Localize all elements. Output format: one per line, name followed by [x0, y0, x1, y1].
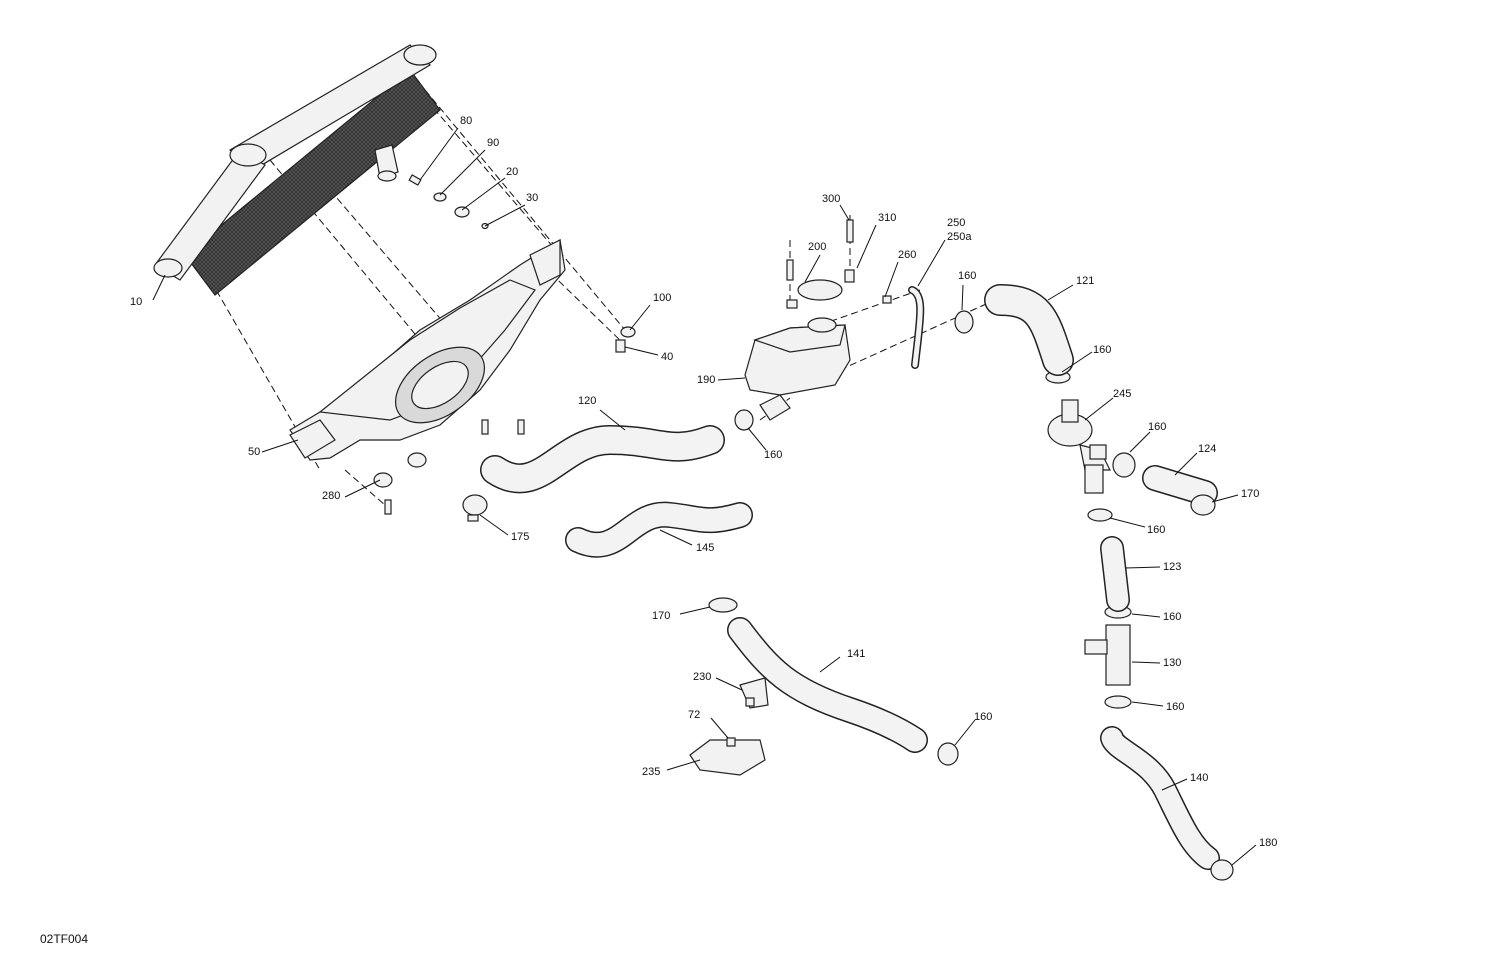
- callout-72: 72: [688, 709, 700, 721]
- callout-100: 100: [653, 292, 671, 304]
- callout-160-e: 160: [1163, 611, 1181, 623]
- callout-20: 20: [506, 166, 518, 178]
- hose-140: [1100, 726, 1234, 881]
- thermostat-housing: [1047, 399, 1111, 494]
- callout-160-c: 160: [1148, 421, 1166, 433]
- callout-175: 175: [511, 531, 529, 543]
- hose-120: [480, 425, 725, 494]
- callout-180: 180: [1259, 837, 1277, 849]
- callout-245: 245: [1113, 388, 1131, 400]
- callout-260: 260: [898, 249, 916, 261]
- hose-141: [708, 597, 928, 753]
- callout-labels: 10 20 30 40 50 72 80 90 100 120 121 123 …: [130, 115, 1277, 849]
- callout-140: 140: [1190, 772, 1208, 784]
- callout-160-d: 160: [1147, 524, 1165, 536]
- callout-190: 190: [697, 374, 715, 386]
- hardware: [373, 174, 636, 515]
- callout-160-g: 160: [764, 449, 782, 461]
- hose-123: [1100, 536, 1130, 612]
- callout-230: 230: [693, 671, 711, 683]
- fan-shroud: [289, 239, 566, 461]
- callout-160-f: 160: [1166, 701, 1184, 713]
- callout-10: 10: [130, 296, 142, 308]
- expansion-tank: [744, 219, 892, 421]
- callout-80: 80: [460, 115, 472, 127]
- radiator: [153, 44, 441, 296]
- callout-235: 235: [642, 766, 660, 778]
- callout-310: 310: [878, 212, 896, 224]
- tee-fitting: [1084, 624, 1131, 686]
- callout-123: 123: [1163, 561, 1181, 573]
- drawing-code: 02TF004: [40, 932, 89, 946]
- clamps-160: [734, 310, 1136, 766]
- callout-250a: 250a: [947, 231, 972, 243]
- callout-30: 30: [526, 192, 538, 204]
- callout-120: 120: [578, 395, 596, 407]
- callout-130: 130: [1163, 657, 1181, 669]
- callout-200: 200: [808, 241, 826, 253]
- callout-121: 121: [1076, 275, 1094, 287]
- hose-145: [565, 501, 753, 558]
- callout-145: 145: [696, 542, 714, 554]
- callout-40: 40: [661, 351, 673, 363]
- callout-124: 124: [1198, 443, 1216, 455]
- callout-170-a: 170: [1241, 488, 1259, 500]
- callout-160-b: 160: [1093, 344, 1111, 356]
- leader-lines: [152, 127, 1257, 866]
- callout-280: 280: [322, 490, 340, 502]
- hose-121: [984, 284, 1074, 376]
- callout-160-h: 160: [974, 711, 992, 723]
- callout-160-a: 160: [958, 270, 976, 282]
- callout-50: 50: [248, 446, 260, 458]
- bracket-assembly: [689, 677, 769, 776]
- callout-90: 90: [487, 137, 499, 149]
- callout-250: 250: [947, 217, 965, 229]
- callout-170-b: 170: [652, 610, 670, 622]
- clamp-175: [462, 494, 488, 522]
- callout-300: 300: [822, 193, 840, 205]
- hose-250: [908, 286, 925, 369]
- hose-124: [1142, 465, 1218, 516]
- callout-141: 141: [847, 648, 865, 660]
